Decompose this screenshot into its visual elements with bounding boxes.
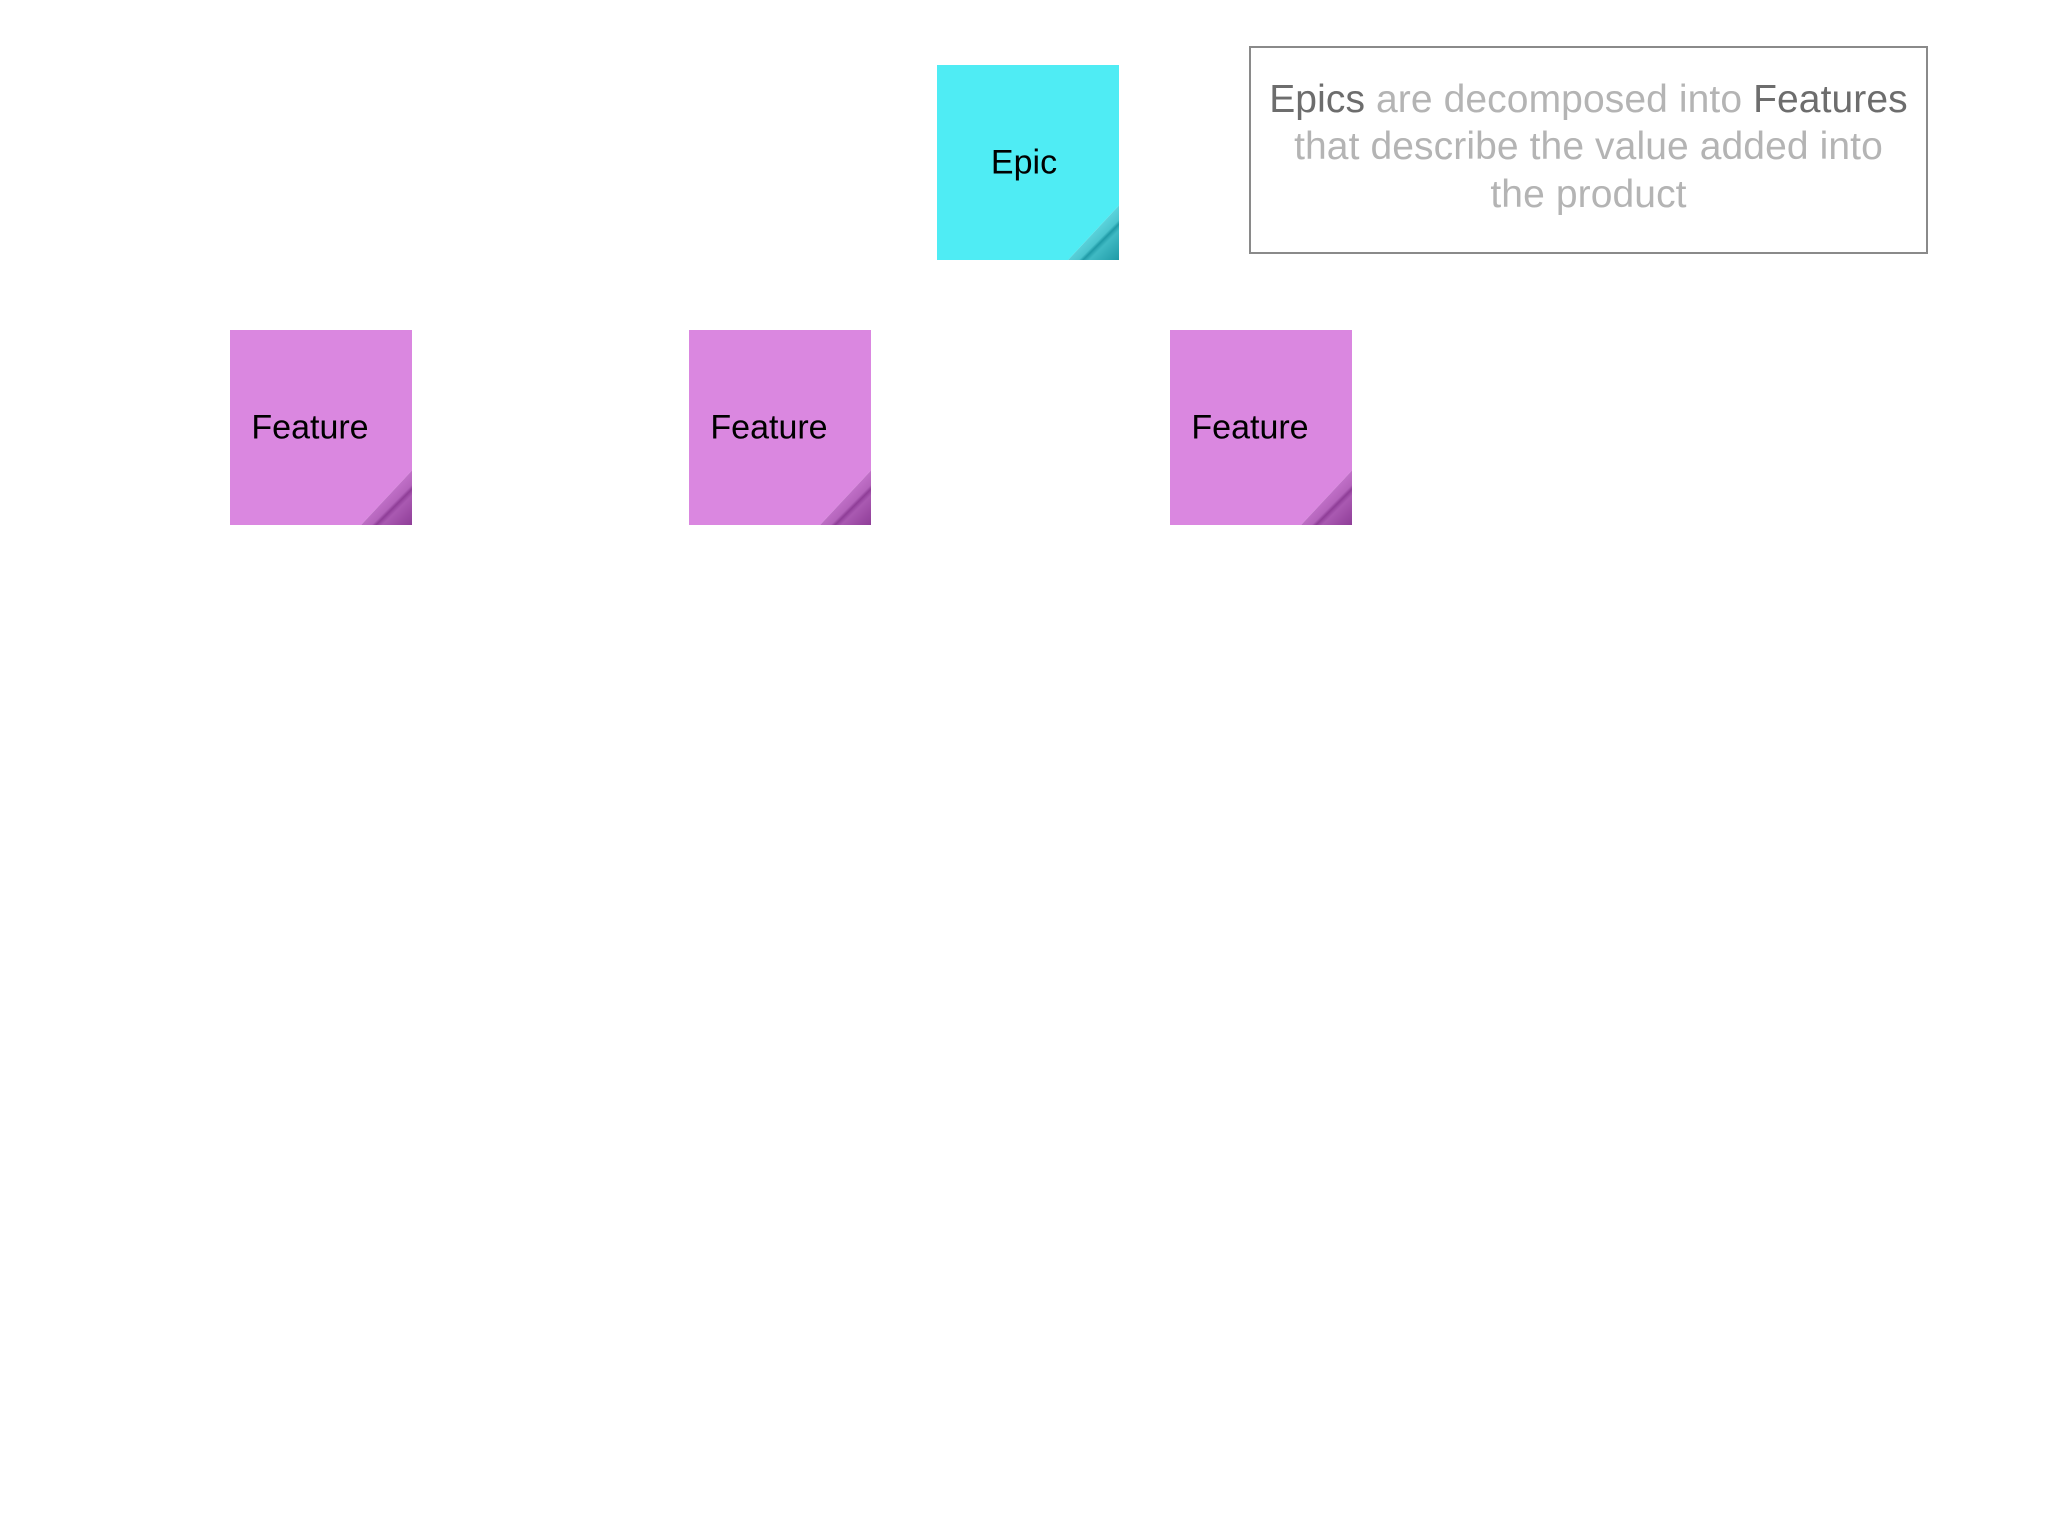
callout-body-2: that describe the value added into the p…	[1294, 125, 1883, 216]
callout-emphasis-epics: Epics	[1269, 77, 1366, 121]
sticky-note-feature-1[interactable]: Feature	[230, 330, 415, 528]
callout-text-box: Epics are decomposed into Features that …	[1249, 46, 1928, 254]
sticky-note-body: Feature	[230, 330, 415, 528]
callout-text: Epics are decomposed into Features that …	[1269, 76, 1908, 219]
sticky-note-body: Feature	[1170, 330, 1355, 528]
sticky-note-label-feature-2: Feature	[710, 407, 828, 446]
sticky-note-label-epic: Epic	[990, 142, 1058, 181]
sticky-note-feature-3[interactable]: Feature	[1170, 330, 1355, 528]
sticky-note-body: Epic	[937, 65, 1122, 263]
sticky-note-label-feature-1: Feature	[251, 407, 369, 446]
sticky-note-body: Feature	[689, 330, 874, 528]
sticky-note-epic[interactable]: Epic	[937, 65, 1122, 263]
sticky-note-feature-2[interactable]: Feature	[689, 330, 874, 528]
callout-emphasis-features: Features	[1753, 77, 1908, 121]
callout-body-1: are decomposed into	[1365, 77, 1754, 121]
sticky-note-label-feature-3: Feature	[1191, 407, 1309, 446]
